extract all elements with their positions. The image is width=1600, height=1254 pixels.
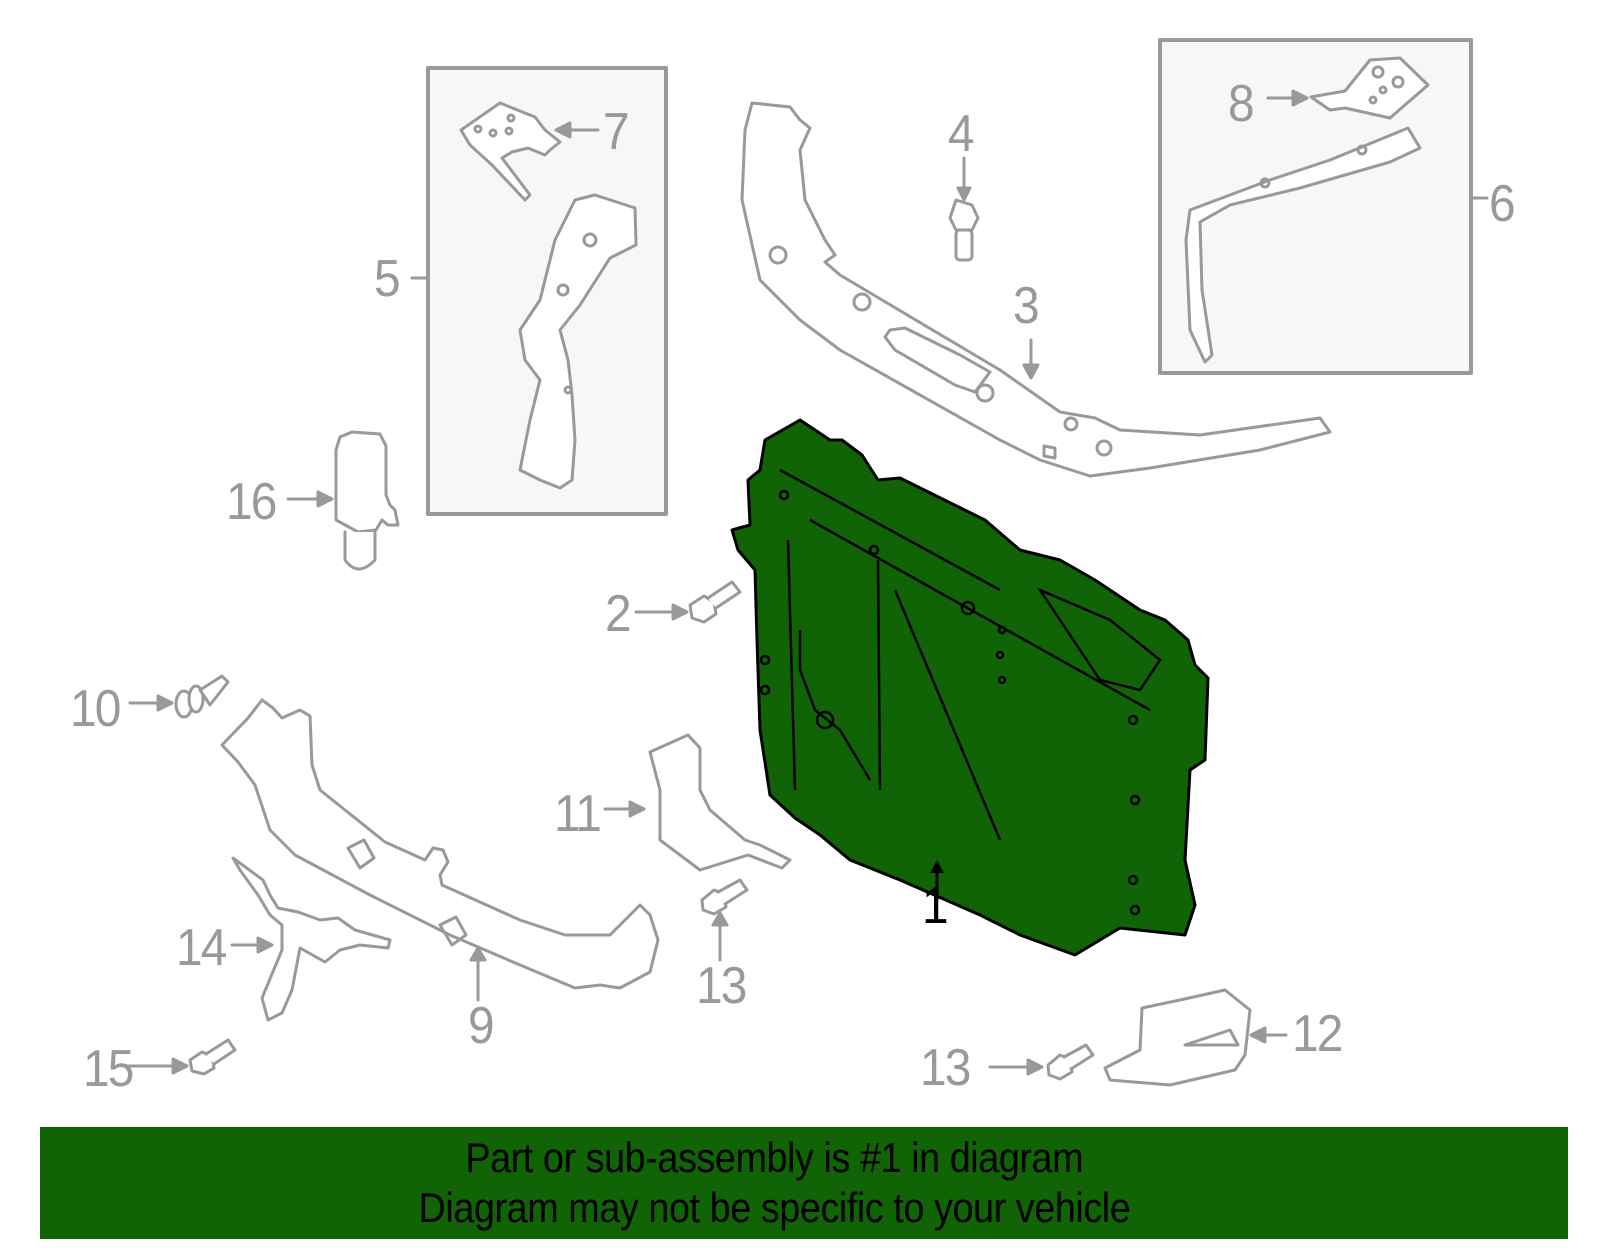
part-14-bracket bbox=[230, 856, 392, 1022]
info-banner: Part or sub-assembly is #1 in diagram Di… bbox=[40, 1127, 1568, 1239]
part-13-bolt-upper bbox=[700, 878, 749, 962]
callout-13-upper[interactable]: 13 bbox=[696, 957, 747, 1015]
part-6-box bbox=[1158, 38, 1489, 375]
part-13-bolt-lower bbox=[988, 1043, 1095, 1081]
part-9-lower-bar bbox=[220, 698, 660, 1002]
part-10-clip bbox=[128, 674, 230, 719]
callout-7[interactable]: 7 bbox=[603, 103, 630, 161]
part-3-crossmember bbox=[740, 101, 1332, 478]
callout-5[interactable]: 5 bbox=[374, 250, 401, 308]
callout-8[interactable]: 8 bbox=[1228, 75, 1255, 133]
callout-12[interactable]: 12 bbox=[1292, 1005, 1343, 1063]
part-1-radiator-support bbox=[730, 418, 1210, 957]
callout-4[interactable]: 4 bbox=[948, 105, 975, 163]
callout-3[interactable]: 3 bbox=[1013, 277, 1040, 335]
callout-16[interactable]: 16 bbox=[226, 473, 277, 531]
callout-1[interactable]: 1 bbox=[922, 877, 949, 935]
banner-line-1: Part or sub-assembly is #1 in diagram bbox=[465, 1134, 1083, 1181]
part-15-bolt bbox=[124, 1038, 237, 1076]
callout-10[interactable]: 10 bbox=[70, 680, 121, 738]
part-4-bolt bbox=[948, 156, 980, 262]
part-11-shield bbox=[603, 733, 792, 872]
part-12-duct bbox=[1103, 988, 1288, 1087]
banner-line-2: Diagram may not be specific to your vehi… bbox=[418, 1184, 1130, 1231]
callout-11[interactable]: 11 bbox=[554, 785, 602, 843]
part-16-connector bbox=[286, 430, 400, 571]
callout-14[interactable]: 14 bbox=[176, 919, 227, 977]
callout-2[interactable]: 2 bbox=[605, 585, 632, 643]
part-5-box bbox=[410, 66, 668, 516]
part-2-bolt bbox=[634, 580, 742, 624]
callout-9[interactable]: 9 bbox=[468, 997, 495, 1055]
callout-13-lower[interactable]: 13 bbox=[920, 1039, 971, 1097]
callout-15[interactable]: 15 bbox=[83, 1040, 134, 1098]
callout-6[interactable]: 6 bbox=[1489, 175, 1516, 233]
